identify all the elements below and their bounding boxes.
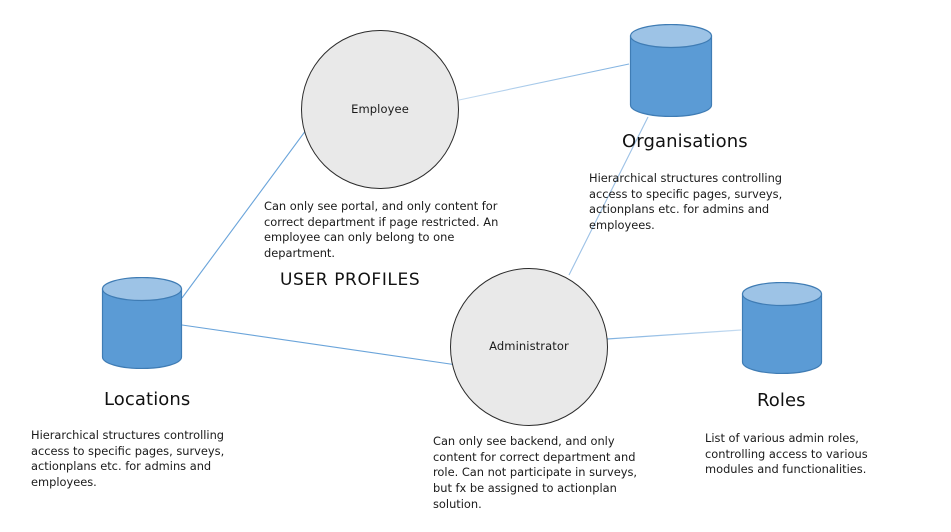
node-roles-description: List of various admin roles, controlling… — [705, 431, 868, 477]
connector-employee-to-organisations — [458, 63, 630, 101]
connector-locations-to-administrator — [181, 324, 458, 366]
cylinder-icon — [741, 281, 823, 375]
cylinder-icon — [629, 23, 713, 118]
node-administrator-label: Administrator — [489, 339, 569, 354]
cylinder-icon — [101, 276, 183, 370]
node-employee-label: Employee — [351, 101, 409, 116]
node-administrator[interactable]: Administrator — [450, 268, 608, 426]
node-roles[interactable] — [741, 281, 823, 375]
node-locations-description: Hierarchical structures controlling acce… — [31, 428, 225, 490]
node-locations[interactable] — [101, 276, 183, 370]
node-organisations[interactable] — [629, 23, 713, 118]
connector-organisations-to-administrator — [568, 116, 649, 276]
node-administrator-description: Can only see backend, and only content f… — [433, 434, 638, 511]
node-roles-title: Roles — [757, 390, 806, 411]
section-title-user-profiles: USER PROFILES — [280, 270, 421, 290]
node-locations-title: Locations — [104, 389, 191, 410]
connector-locations-to-employee — [181, 121, 313, 299]
node-employee-description: Can only see portal, and only content fo… — [264, 199, 499, 261]
node-organisations-description: Hierarchical structures controlling acce… — [589, 171, 783, 233]
node-employee[interactable]: Employee — [301, 30, 459, 189]
connector-administrator-to-roles — [606, 329, 742, 340]
node-organisations-title: Organisations — [622, 131, 748, 152]
